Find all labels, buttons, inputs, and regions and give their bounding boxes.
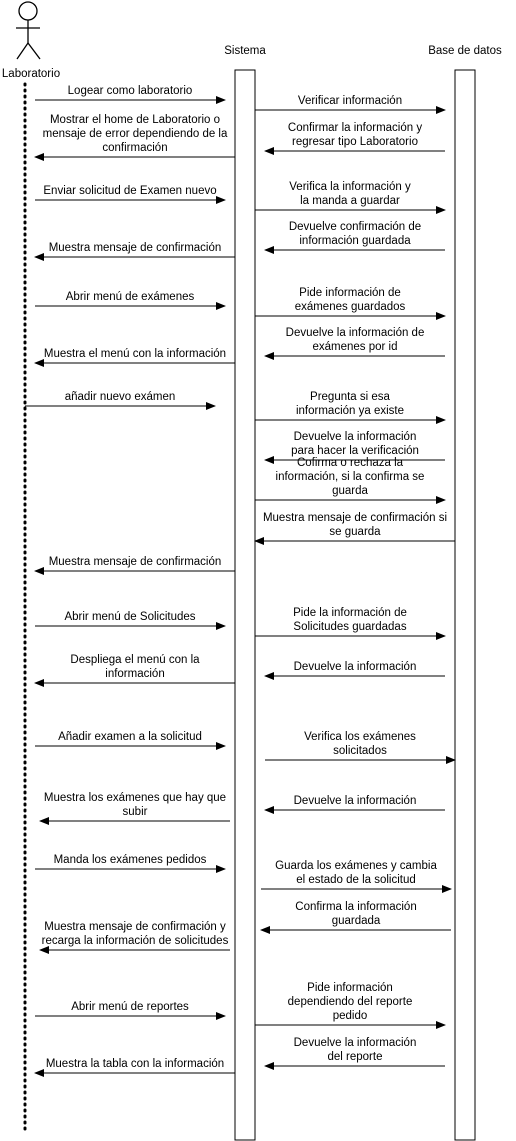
- message-label: Muestra los exámenes que hay que: [44, 792, 226, 804]
- message-label: guarda: [332, 485, 368, 497]
- message-27: Manda los exámenes pedidos: [35, 854, 226, 873]
- message-20: Pide la información de Solicitudes guarda…: [255, 607, 446, 640]
- message-5: Enviar solicitud de Examen nuevo: [35, 185, 226, 204]
- message-9: Abrir menú de exámenes: [35, 291, 226, 310]
- message-label: Abrir menú de Solicitudes: [64, 611, 195, 623]
- message-label: guardada: [332, 915, 381, 927]
- message-label: Abrir menú de reportes: [71, 1001, 189, 1013]
- message-13: añadir nuevo exámen: [25, 391, 216, 410]
- message-2: Verificar información: [255, 95, 446, 114]
- message-33: Devuelve la información del reporte: [264, 1037, 445, 1070]
- message-23: Añadir examen a la solicitud: [35, 731, 226, 750]
- message-label: Muestra mensaje de confirmación: [49, 242, 222, 254]
- message-label: el estado de la solicitud: [296, 874, 416, 886]
- message-label: dependiendo del reporte: [288, 996, 413, 1008]
- message-label: confirmación: [102, 142, 167, 154]
- message-label: pedido: [333, 1010, 368, 1022]
- message-label: información guardada: [299, 235, 411, 247]
- message-label: Pide información: [307, 982, 393, 994]
- message-label: Enviar solicitud de Examen nuevo: [43, 185, 216, 197]
- message-16: Cofirma o rechaza la información, si la c…: [255, 457, 446, 504]
- message-label: Devuelve la información: [294, 1037, 417, 1049]
- message-label: Confirmar la información y: [288, 122, 422, 134]
- message-21: Devuelve la información: [264, 661, 445, 680]
- message-6: Verifica la información y la manda a guar…: [255, 181, 446, 214]
- message-28: Guarda los exámenes y cambia el estado de…: [261, 860, 452, 893]
- message-30: Muestra mensaje de confirmación y recarga…: [39, 921, 230, 954]
- actor-label-sistema: Sistema: [224, 45, 266, 57]
- message-label: se guarda: [329, 526, 381, 538]
- message-label: subir: [123, 806, 148, 818]
- message-label: añadir nuevo exámen: [65, 391, 176, 403]
- message-15: Devuelve la información para hacer la ver…: [264, 431, 445, 464]
- message-34: Muestra la tabla con la información: [34, 1058, 235, 1077]
- message-10: Pide información de exámenes guardados: [255, 287, 446, 320]
- message-18: Muestra mensaje de confirmación: [34, 556, 235, 575]
- message-label: Mostrar el home de Laboratorio o: [50, 114, 220, 126]
- actor-label-laboratorio: Laboratorio: [2, 68, 60, 80]
- message-label: del reporte: [328, 1051, 383, 1063]
- message-label: exámenes por id: [312, 341, 397, 353]
- message-22: Despliega el menú con la información: [34, 654, 235, 687]
- message-label: Guarda los exámenes y cambia: [275, 860, 437, 872]
- message-17: Muestra mensaje de confirmación si se gua…: [254, 512, 455, 545]
- message-3: Confirmar la información y regresar tipo …: [264, 122, 445, 155]
- message-label: información, si la confirma se: [276, 471, 425, 483]
- message-label: Verifica los exámenes: [304, 731, 416, 743]
- message-label: Devuelve confirmación de: [289, 221, 421, 233]
- message-8: Muestra mensaje de confirmación: [34, 242, 235, 261]
- message-24: Verifica los exámenes solicitados: [265, 731, 456, 764]
- message-label: Muestra la tabla con la información: [46, 1058, 224, 1070]
- message-1: Logear como laboratorio: [35, 85, 226, 104]
- sistema-activation-bar: [234, 69, 256, 1141]
- message-label: Despliega el menú con la: [70, 654, 200, 666]
- message-label: exámenes guardados: [295, 301, 406, 313]
- message-label: Muestra mensaje de confirmación: [49, 556, 222, 568]
- message-label: Abrir menú de exámenes: [66, 291, 195, 303]
- message-label: Solicitudes guardadas: [293, 621, 406, 633]
- message-label: la manda a guardar: [300, 195, 400, 207]
- message-label: Devuelve la información de: [286, 327, 425, 339]
- message-label: Devuelve la información: [294, 795, 417, 807]
- message-label: mensaje de error dependiendo de la: [43, 128, 228, 140]
- base-de-datos-activation-bar: [454, 69, 476, 1141]
- message-label: Confirma la información: [295, 901, 416, 913]
- message-11: Devuelve la información de exámenes por i…: [264, 327, 445, 360]
- message-label: Manda los exámenes pedidos: [54, 854, 207, 866]
- message-14: Pregunta si esa información ya existe: [255, 391, 446, 424]
- message-label: información: [105, 668, 164, 680]
- message-7: Devuelve confirmación de información guar…: [264, 221, 445, 254]
- message-32: Pide información dependiendo del reporte p…: [255, 982, 446, 1029]
- message-label: Devuelve la información: [294, 431, 417, 443]
- message-31: Abrir menú de reportes: [35, 1001, 226, 1020]
- message-label: Pide información de: [299, 287, 401, 299]
- message-label: Logear como laboratorio: [68, 85, 193, 97]
- message-26: Muestra los exámenes que hay que subir: [39, 792, 230, 825]
- message-label: Verifica la información y: [289, 181, 411, 193]
- message-label: Pregunta si esa: [310, 391, 391, 403]
- message-label: Añadir examen a la solicitud: [58, 731, 202, 743]
- message-label: para hacer la verificación: [291, 445, 419, 457]
- message-29: Confirma la información guardada: [260, 901, 451, 934]
- laboratorio-actor-icon: [16, 1, 41, 60]
- message-label: información ya existe: [296, 405, 404, 417]
- actor-label-base-de-datos: Base de datos: [428, 45, 502, 57]
- message-label: solicitados: [333, 745, 387, 757]
- message-19: Abrir menú de Solicitudes: [35, 611, 226, 630]
- message-label: Muestra el menú con la información: [44, 348, 226, 360]
- message-label: Verificar información: [298, 95, 402, 107]
- message-label: Cofirma o rechaza la: [297, 457, 404, 469]
- message-label: recarga la información de solicitudes: [42, 935, 229, 947]
- message-25: Devuelve la información: [264, 795, 445, 814]
- message-12: Muestra el menú con la información: [34, 348, 235, 367]
- message-label: Muestra mensaje de confirmación y: [44, 921, 226, 933]
- message-label: Pide la información de: [293, 607, 407, 619]
- message-4: Mostrar el home de Laboratorio o mensaje …: [34, 114, 235, 161]
- message-label: Devuelve la información: [294, 661, 417, 673]
- message-label: Muestra mensaje de confirmación si: [263, 512, 447, 524]
- message-label: regresar tipo Laboratorio: [292, 136, 418, 148]
